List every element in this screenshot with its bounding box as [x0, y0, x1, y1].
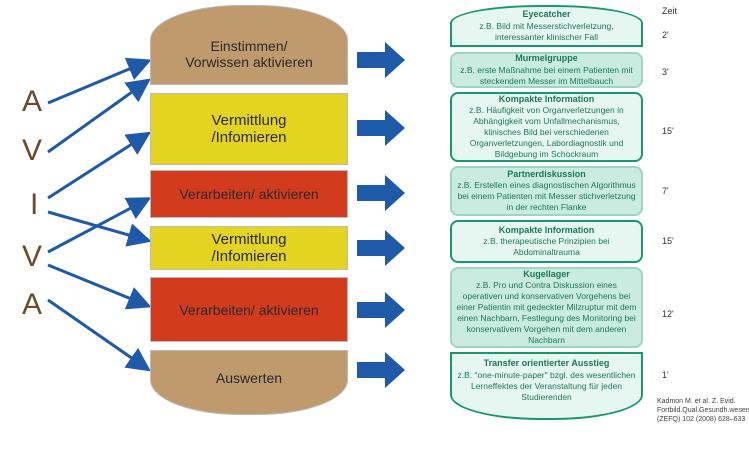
letter-a: A	[22, 288, 43, 321]
letter-v: V	[22, 240, 43, 273]
phase-title: Eyecatcher	[522, 9, 571, 20]
phase-text: z.B. Erstellen eines diagnostischen Algo…	[457, 180, 636, 213]
phase-text: z.B. erste Maßnahme bei einem Patienten …	[460, 64, 633, 86]
block-vermittlung-2: Vermittlung /Infomieren	[150, 226, 348, 270]
phase-time: 15'	[662, 126, 674, 136]
block-verarbeiten-2: Verarbeiten/ aktivieren	[150, 277, 348, 342]
letter-a: A	[22, 85, 43, 118]
citation: Kadmon M. et al. Z. Evid. Fortbild.Qual.…	[657, 398, 749, 424]
time-header: Zeit	[662, 6, 678, 16]
right-arrow	[357, 352, 405, 388]
phase-text: z.B. Häufigkeit von Organverletzungen in…	[469, 105, 624, 160]
phase-text: z.B. "one-minute-paper" bzgl. des wesent…	[457, 369, 636, 402]
letter-i: I	[30, 188, 39, 221]
right-arrow	[357, 175, 405, 211]
right-arrow	[357, 292, 405, 328]
block-einstimmen: Einstimmen/ Vorwissen aktivieren	[150, 5, 348, 85]
block-auswerten: Auswerten	[150, 350, 348, 415]
phase-time: 3'	[662, 67, 669, 77]
right-arrow	[357, 42, 405, 78]
phase-time: 1'	[662, 370, 669, 380]
phase-title: Kugellager	[523, 268, 570, 279]
letter-v: V	[22, 134, 43, 167]
block-verarbeiten-1: Verarbeiten/ aktivieren	[150, 170, 348, 218]
phase-text: z.B. therapeutische Prinzipien bei Abdom…	[483, 236, 610, 258]
phase-title: Kompakte Information	[498, 93, 595, 104]
phase-title: Kompakte Information	[498, 224, 595, 235]
phase-time: 12'	[662, 309, 674, 319]
right-arrow	[357, 110, 405, 146]
phase-time: 15'	[662, 236, 674, 246]
phase-title: Transfer orientierter Ausstieg	[483, 358, 610, 368]
right-arrow	[357, 230, 405, 266]
phase-time: 2'	[662, 30, 669, 40]
phase-text: z.B. Pro und Contra Diskussion eines ope…	[456, 280, 637, 346]
phase-title: Murmelgruppe	[515, 53, 578, 64]
phase-title: Partnerdiskussion	[507, 168, 586, 179]
phase-text: z.B. Bild mit Messerstichverletzung, int…	[479, 20, 614, 42]
block-vermittlung-1: Vermittlung /Infomieren	[150, 93, 348, 165]
phase-time: 7'	[662, 186, 669, 196]
